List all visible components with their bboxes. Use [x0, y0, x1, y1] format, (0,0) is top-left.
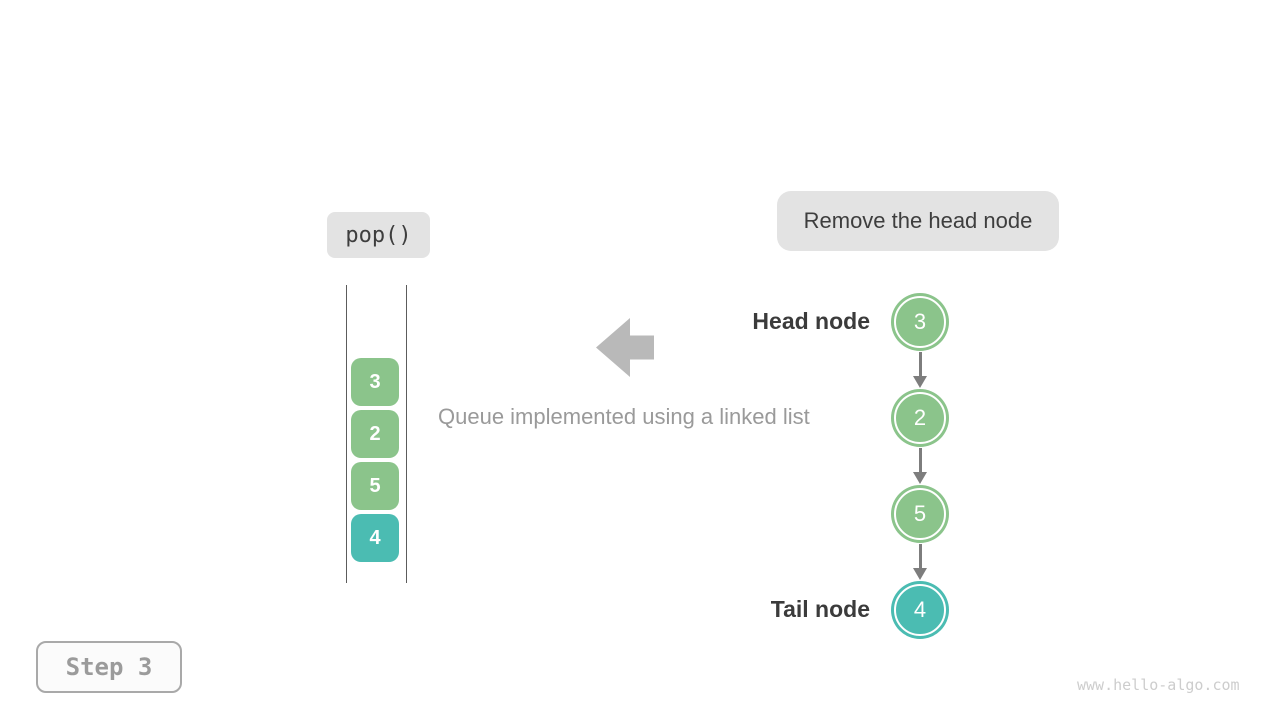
- list-node: 2: [891, 389, 949, 447]
- list-node: 3: [891, 293, 949, 351]
- list-node-value: 2: [894, 392, 946, 444]
- stack-item: 2: [351, 410, 399, 458]
- list-node-value: 3: [894, 296, 946, 348]
- list-node: 4: [891, 581, 949, 639]
- connector-line: [918, 448, 922, 472]
- stack-item: 3: [351, 358, 399, 406]
- stack-item: 5: [351, 462, 399, 510]
- list-node: 5: [891, 485, 949, 543]
- arrow-connector: [912, 448, 928, 484]
- connector-line: [918, 352, 922, 376]
- remove-head-annotation: Remove the head node: [777, 191, 1059, 251]
- tail-node-label: Tail node: [770, 596, 870, 622]
- connector-line: [918, 544, 922, 568]
- stack-item: 4: [351, 514, 399, 562]
- left-arrow-icon: [596, 318, 654, 377]
- queue-stack-container: 3 2 5 4: [346, 285, 407, 583]
- head-node-label: Head node: [752, 308, 870, 334]
- arrowhead-icon: [913, 472, 927, 484]
- pop-operation-label: pop(): [327, 212, 430, 258]
- arrowhead-icon: [913, 568, 927, 580]
- arrowhead-icon: [913, 376, 927, 388]
- list-node-value: 5: [894, 488, 946, 540]
- step-badge: Step 3: [36, 641, 182, 693]
- diagram-caption: Queue implemented using a linked list: [438, 404, 810, 429]
- site-watermark: www.hello-algo.com: [1077, 676, 1240, 694]
- arrow-connector: [912, 352, 928, 388]
- arrow-connector: [912, 544, 928, 580]
- list-node-value: 4: [894, 584, 946, 636]
